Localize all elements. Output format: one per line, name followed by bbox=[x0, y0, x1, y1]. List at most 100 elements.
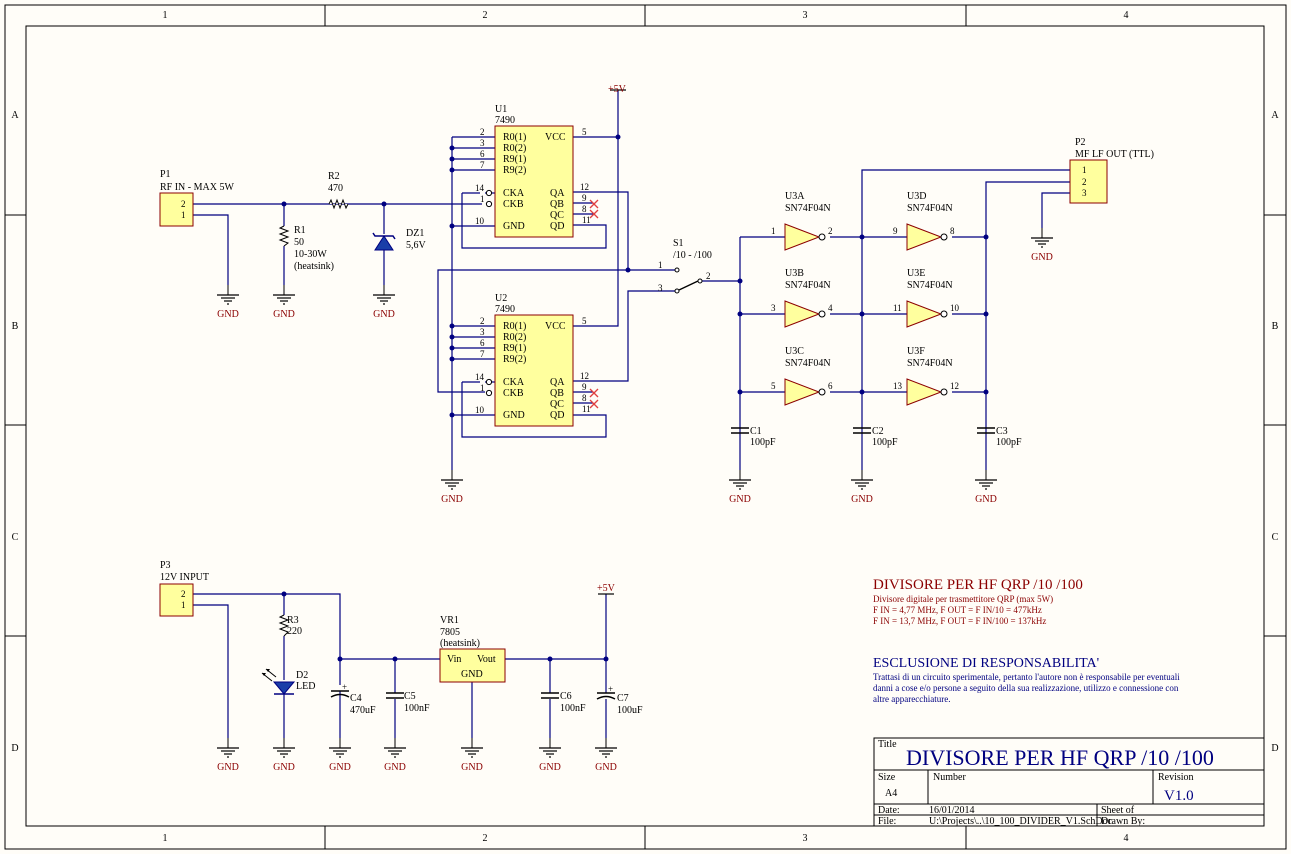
connector-p2[interactable]: P2 MF LF OUT (TTL) 1 2 3 bbox=[1069, 137, 1154, 204]
capacitor-c4[interactable]: + C4 470uF bbox=[330, 682, 376, 716]
gnd-label: GND bbox=[384, 762, 406, 773]
capacitor-c2[interactable]: C2 100pF bbox=[852, 426, 898, 448]
capacitor-c1[interactable]: C1 100pF bbox=[730, 426, 776, 448]
disclaimer-line1: Trattasi di un circuito sperimentale, pe… bbox=[873, 672, 1180, 682]
u1-num-2: 2 bbox=[480, 127, 485, 137]
u1-num-3: 3 bbox=[480, 138, 485, 148]
notes-title: DIVISORE PER HF QRP /10 /100 bbox=[873, 577, 1083, 593]
inverter-value: SN74F04N bbox=[785, 358, 831, 369]
gnd-symbol: GND bbox=[460, 737, 484, 773]
capacitor-c3[interactable]: C3 100pF bbox=[976, 426, 1022, 448]
p1-ref: P1 bbox=[160, 169, 171, 180]
u1-pin-r02: R0(2) bbox=[503, 143, 526, 154]
gnd-symbol: GND bbox=[272, 737, 296, 773]
tb-title: DIVISORE PER HF QRP /10 /100 bbox=[906, 745, 1214, 770]
disclaimer-line3: altre apparecchiature. bbox=[873, 694, 950, 704]
u1-pin-cka: CKA bbox=[503, 188, 525, 199]
u1-pin-qb: QB bbox=[550, 199, 564, 210]
u2-pin-r01: R0(1) bbox=[503, 321, 526, 332]
no-connect-marks bbox=[589, 199, 599, 409]
c2-value: 100pF bbox=[872, 437, 898, 448]
gnd-label: GND bbox=[539, 762, 561, 773]
resistor-r2[interactable]: R2 470 bbox=[328, 171, 349, 210]
s1-pin3: 3 bbox=[658, 283, 663, 293]
u2-num-11: 11 bbox=[582, 404, 591, 414]
u2-pin-qd: QD bbox=[550, 410, 564, 421]
capacitor-c6[interactable]: C6 100nF bbox=[540, 691, 586, 714]
gnd-label: GND bbox=[851, 494, 873, 505]
border-col-4-top: 4 bbox=[1124, 10, 1129, 21]
gnd-label: GND bbox=[273, 309, 295, 320]
notes-subtitle: Divisore digitale per trasmettitore QRP … bbox=[873, 594, 1053, 604]
r2-ref: R2 bbox=[328, 171, 340, 182]
connector-p1[interactable]: P1 RF IN - MAX 5W 2 1 bbox=[159, 169, 234, 227]
gnd-symbol: GND bbox=[372, 284, 396, 320]
r1-ref: R1 bbox=[294, 225, 306, 236]
u2-num-7: 7 bbox=[480, 349, 485, 359]
gnd-symbol: GND bbox=[272, 284, 296, 320]
inverter-ref: U3E bbox=[907, 268, 925, 279]
inverter-value: SN74F04N bbox=[785, 203, 831, 214]
border-row-d-right: D bbox=[1271, 743, 1278, 754]
u2-num-2: 2 bbox=[480, 316, 485, 326]
zener-dz1[interactable]: DZ1 5,6V bbox=[372, 228, 427, 251]
dz1-ref: DZ1 bbox=[406, 228, 424, 239]
counter-u2[interactable]: U2 7490 R0(1) R0(2) R9(1) R9(2) CKA CKB … bbox=[475, 293, 591, 427]
tb-sheet-label: Sheet of bbox=[1101, 805, 1135, 816]
switch-s1[interactable]: S1 /10 - /100 1 3 2 bbox=[658, 238, 712, 294]
c7-value: 100uF bbox=[617, 705, 643, 716]
u1-pin-ckb: CKB bbox=[503, 199, 524, 210]
capacitor-c5[interactable]: C5 100nF bbox=[385, 691, 430, 714]
gnd-label: GND bbox=[441, 494, 463, 505]
u1-num-11: 11 bbox=[582, 215, 591, 225]
tb-revision: V1.0 bbox=[1164, 788, 1194, 804]
gnd-label: GND bbox=[273, 762, 295, 773]
p1-pin2: 2 bbox=[181, 199, 186, 209]
c3-value: 100pF bbox=[996, 437, 1022, 448]
c5-value: 100nF bbox=[404, 703, 430, 714]
connector-p3[interactable]: P3 12V INPUT 2 1 bbox=[159, 560, 209, 617]
tb-title-label: Title bbox=[878, 739, 897, 750]
resistor-r3[interactable]: R3 220 bbox=[278, 614, 302, 637]
u1-ref: U1 bbox=[495, 104, 507, 115]
tb-size-label: Size bbox=[878, 772, 896, 783]
counter-u1[interactable]: U1 7490 R0(1) R0(2) R9(1) R9(2) CKA CKB … bbox=[475, 104, 591, 238]
gnd-label: GND bbox=[729, 494, 751, 505]
u1-pin-qd: QD bbox=[550, 221, 564, 232]
p3-value: 12V INPUT bbox=[160, 572, 209, 583]
u1-pin-r01: R0(1) bbox=[503, 132, 526, 143]
inverter-pin-out: 12 bbox=[950, 381, 959, 391]
c1-value: 100pF bbox=[750, 437, 776, 448]
p1-pin1: 1 bbox=[181, 210, 186, 220]
u2-pin-qc: QC bbox=[550, 399, 564, 410]
resistor-r1[interactable]: R1 50 10-30W (heatsink) bbox=[278, 225, 334, 272]
vcc-label-top: +5V bbox=[608, 84, 627, 95]
r2-value: 470 bbox=[328, 183, 343, 194]
dz1-value: 5,6V bbox=[406, 240, 427, 251]
inverter-value: SN74F04N bbox=[907, 203, 953, 214]
border-col-4-bottom: 4 bbox=[1124, 833, 1129, 844]
led-d2[interactable]: D2 LED bbox=[261, 668, 315, 695]
gnd-symbol: GND bbox=[728, 469, 752, 505]
c2-ref: C2 bbox=[872, 426, 884, 437]
gnd-label: GND bbox=[373, 309, 395, 320]
s1-pin1: 1 bbox=[658, 260, 663, 270]
gnd-symbol: GND bbox=[538, 737, 562, 773]
border-col-2-bottom: 2 bbox=[483, 833, 488, 844]
u1-num-14: 14 bbox=[475, 183, 485, 193]
u2-num-1: 1 bbox=[480, 383, 485, 393]
capacitor-c7[interactable]: + C7 100uF bbox=[596, 684, 643, 716]
regulator-vr1[interactable]: VR1 7805 (heatsink) Vin Vout GND bbox=[439, 615, 506, 683]
c7-ref: C7 bbox=[617, 693, 629, 704]
c1-ref: C1 bbox=[750, 426, 762, 437]
tb-size: A4 bbox=[885, 788, 897, 799]
vcc-label-bottom: +5V bbox=[597, 583, 616, 594]
